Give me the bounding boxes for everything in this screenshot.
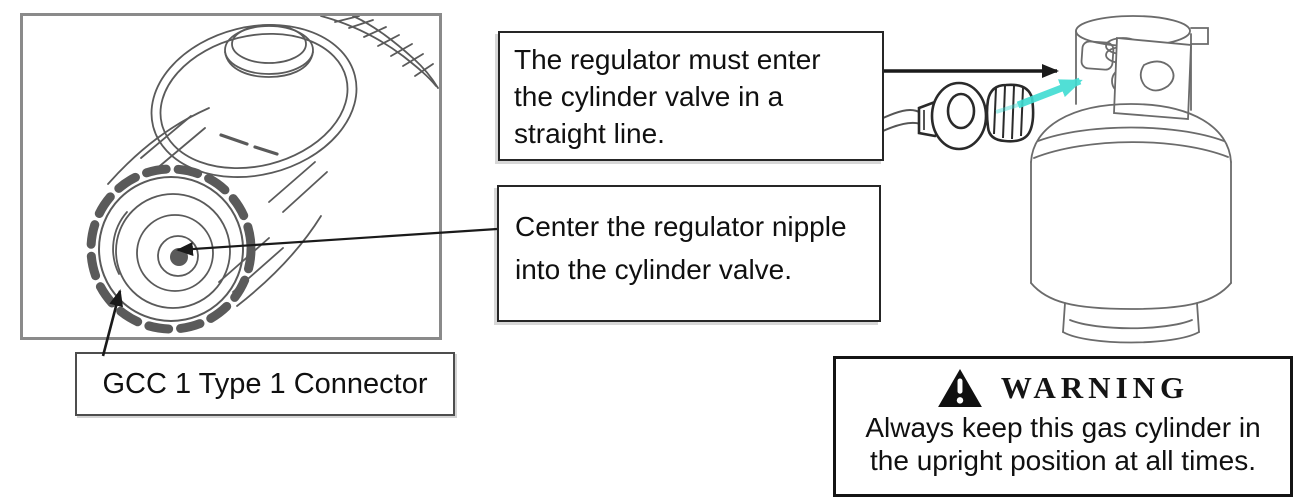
callout-text-line: the cylinder valve in a	[514, 81, 784, 112]
callout-text-line: The regulator must enter	[514, 44, 821, 75]
warning-box: WARNING Always keep this gas cylinder in…	[833, 356, 1293, 497]
warning-triangle-icon	[937, 368, 982, 408]
warning-title: WARNING	[1000, 370, 1190, 405]
callout-text-line: into the cylinder valve.	[515, 254, 793, 285]
callout-text-line: Center the regulator nipple	[515, 211, 847, 242]
cylinder-and-regulator-illustration	[878, 15, 1232, 344]
gcc-connector-label-box: GCC 1 Type 1 Connector	[75, 352, 455, 416]
warning-body: Always keep this gas cylinder in the upr…	[836, 411, 1290, 477]
gas-cylinder-sketch	[1030, 15, 1232, 344]
connector-figure-box	[20, 13, 442, 340]
callout-text-line: straight line.	[514, 118, 665, 149]
warning-header: WARNING	[836, 368, 1290, 408]
callout-straight-line: The regulator must enter the cylinder va…	[498, 31, 884, 161]
warning-text-line: the upright position at all times.	[870, 445, 1256, 476]
callout-center-nipple: Center the regulator nipple into the cyl…	[497, 185, 881, 322]
gcc-connector-label: GCC 1 Type 1 Connector	[102, 367, 428, 400]
warning-text-line: Always keep this gas cylinder in	[865, 412, 1261, 443]
regulator-side-sketch	[917, 81, 1035, 151]
regulator-connector-illustration	[86, 16, 439, 334]
